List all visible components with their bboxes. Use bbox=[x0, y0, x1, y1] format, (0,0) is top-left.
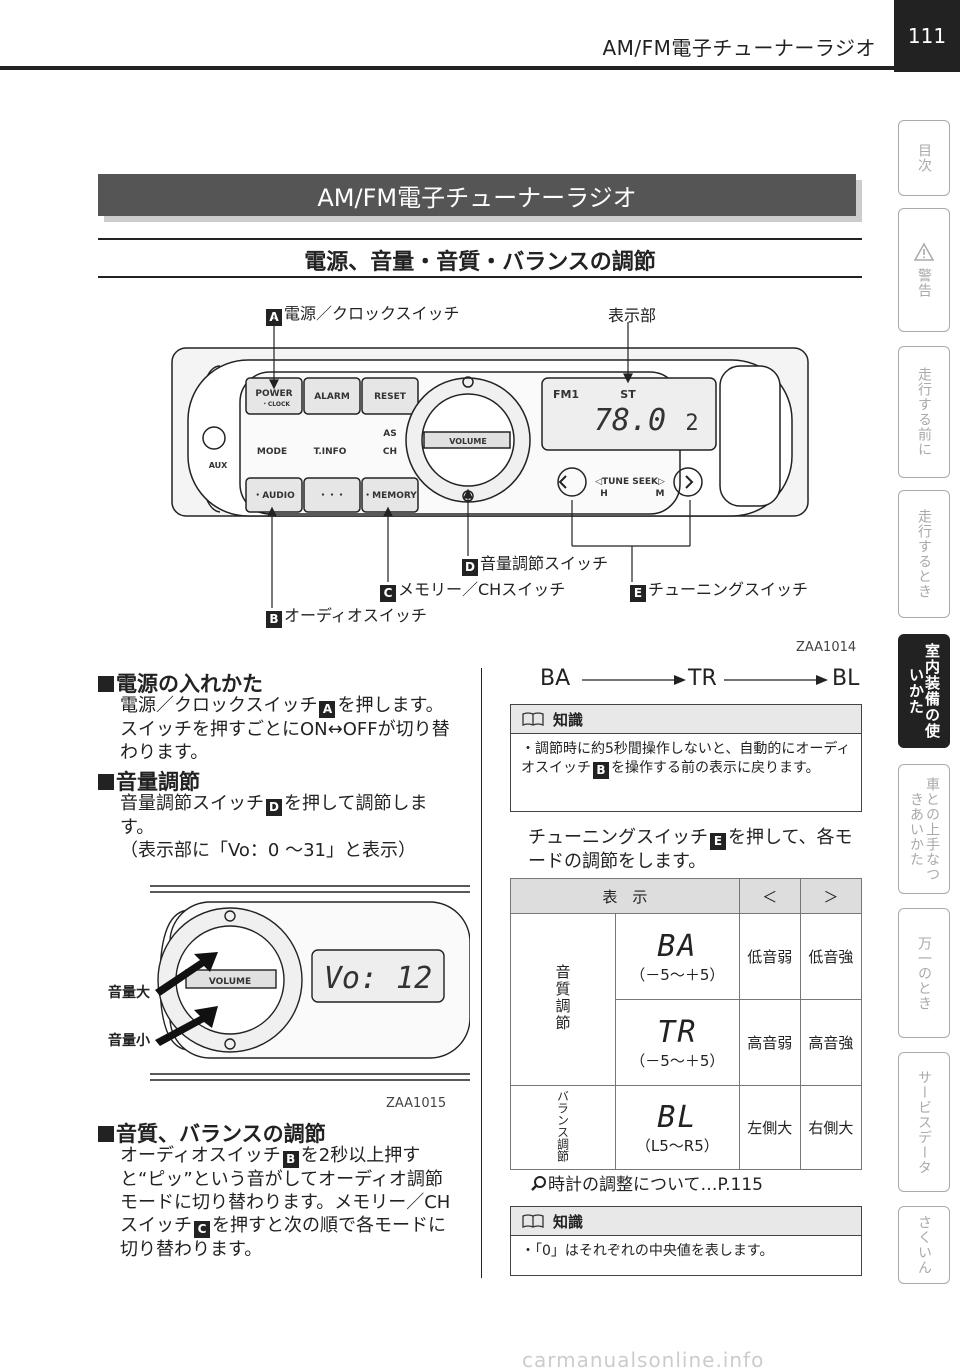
row-ba-display: BA（－5～＋5） bbox=[615, 913, 740, 1000]
book-icon bbox=[522, 712, 544, 726]
side-tab-index[interactable]: さくいん bbox=[898, 1206, 950, 1284]
heading-volume: 音量調節 bbox=[98, 766, 200, 796]
seq-bl: BL bbox=[832, 666, 860, 691]
panel-h: H bbox=[600, 489, 608, 499]
panel-band: FM1 bbox=[553, 388, 579, 401]
row-bl-display: BL（L5～R5） bbox=[615, 1085, 740, 1170]
footer-watermark: carmanualsonline.info bbox=[522, 1348, 765, 1372]
figure2-caption: ZAA1015 bbox=[386, 1096, 447, 1111]
panel-preset: 2 bbox=[685, 411, 698, 436]
side-tab-before-driving[interactable]: 走行する前に bbox=[898, 346, 950, 478]
header-title: AM/FM電子チューナーラジオ bbox=[602, 36, 876, 60]
seq-arrow-1 bbox=[582, 675, 686, 685]
callout-leaders bbox=[267, 318, 691, 608]
fig2-display: Vo: 12 bbox=[324, 961, 432, 996]
panel-ch: CH bbox=[383, 447, 397, 457]
side-tab-emergency[interactable]: 万一のとき bbox=[898, 908, 950, 1038]
panel-as: AS bbox=[383, 429, 396, 439]
group-balance: バランス調節 bbox=[510, 1085, 616, 1170]
panel-audio: ・AUDIO bbox=[253, 491, 295, 501]
row-tr-right: 高音強 bbox=[799, 999, 863, 1086]
panel-dots: ・・・ bbox=[318, 491, 345, 501]
seq-arrow-2 bbox=[724, 675, 828, 685]
badge-e: E bbox=[630, 585, 646, 602]
mode-table: 表 示 ＜ ＞ 音質調節 BA（－5～＋5） 低音弱 低音強 TR（－5～＋5）… bbox=[510, 878, 863, 1170]
page-number: 111 bbox=[894, 0, 960, 72]
heading-tone: 音質、バランスの調節 bbox=[98, 1118, 326, 1148]
figure1-caption: ZAA1014 bbox=[796, 640, 857, 655]
seq-tr: TR bbox=[688, 666, 717, 691]
panel-memory: ・MEMORY bbox=[363, 491, 417, 501]
panel-m: M bbox=[656, 489, 665, 499]
section-rule-bottom bbox=[98, 276, 862, 278]
radio-panel-illustration: POWER ・CLOCK ALARM RESET AS MODE T.INFO … bbox=[171, 347, 809, 517]
panel-tune-seek: ◁TUNE SEEK▷ bbox=[595, 477, 665, 487]
col-right: ＞ bbox=[799, 878, 863, 914]
panel-tinfo: T.INFO bbox=[314, 447, 347, 457]
badge-d: D bbox=[462, 559, 478, 576]
side-tab-service-data[interactable]: サービスデータ bbox=[898, 1052, 950, 1192]
label-volume-down: 音量小 bbox=[108, 1033, 150, 1049]
row-ba-left: 低音弱 bbox=[738, 913, 801, 1000]
warning-icon bbox=[913, 242, 935, 261]
side-tab-interior[interactable]: 室内装備の使いかた bbox=[898, 634, 950, 748]
svg-text:・CLOCK: ・CLOCK bbox=[262, 401, 291, 408]
badge-b: B bbox=[266, 611, 282, 628]
header-rule bbox=[0, 66, 894, 70]
heading-power: 電源の入れかた bbox=[98, 668, 263, 698]
side-tab-car-care[interactable]: 車との上手なつきあいかた bbox=[898, 764, 950, 894]
panel-power: POWER bbox=[255, 389, 292, 399]
volume-illustration: VOLUME Vo: 12 bbox=[150, 885, 470, 1081]
row-ba-right: 低音強 bbox=[799, 913, 863, 1000]
badge-c: C bbox=[380, 585, 396, 602]
section-rule-top bbox=[98, 238, 862, 240]
knowledge-box-2: 知識 ・「0」はそれぞれの中央値を表します。 bbox=[510, 1206, 862, 1276]
group-tone: 音質調節 bbox=[510, 913, 616, 1086]
panel-st: ST bbox=[620, 388, 636, 401]
label-volume-up: 音量大 bbox=[108, 985, 150, 1001]
side-tab-warning[interactable]: 警告 bbox=[898, 208, 950, 332]
panel-alarm: ALARM bbox=[314, 392, 350, 402]
book-icon bbox=[522, 1214, 544, 1228]
callout-display: 表示部 bbox=[608, 306, 657, 325]
magnifier-icon bbox=[531, 1176, 546, 1191]
side-tab-while-driving[interactable]: 走行するとき bbox=[898, 490, 950, 618]
row-bl-left: 左側大 bbox=[738, 1085, 801, 1170]
seq-ba: BA bbox=[540, 666, 571, 691]
row-tr-left: 高音弱 bbox=[738, 999, 801, 1086]
panel-mode: MODE bbox=[257, 447, 287, 457]
clock-reference[interactable]: 時計の調整について…P.115 bbox=[530, 1170, 763, 1195]
mode-sequence: BA TR BL bbox=[510, 664, 862, 696]
row-tr-display: TR（－5～＋5） bbox=[615, 999, 740, 1086]
badge-a: A bbox=[266, 309, 282, 326]
row-bl-right: 右側大 bbox=[799, 1085, 863, 1170]
side-tab-contents[interactable]: 目次 bbox=[898, 120, 950, 196]
section-title: 電源、音量・音質・バランスの調節 bbox=[304, 250, 656, 275]
panel-aux: AUX bbox=[209, 461, 228, 470]
panel-volume: VOLUME bbox=[449, 437, 487, 446]
chapter-banner: AM/FM電子チューナーラジオ bbox=[98, 174, 856, 216]
panel-reset: RESET bbox=[374, 392, 407, 402]
col-display: 表 示 bbox=[510, 878, 740, 914]
col-left: ＜ bbox=[738, 878, 801, 914]
fig2-volume: VOLUME bbox=[209, 977, 251, 987]
column-divider bbox=[481, 668, 482, 1278]
panel-freq: 78.0 bbox=[594, 403, 666, 438]
